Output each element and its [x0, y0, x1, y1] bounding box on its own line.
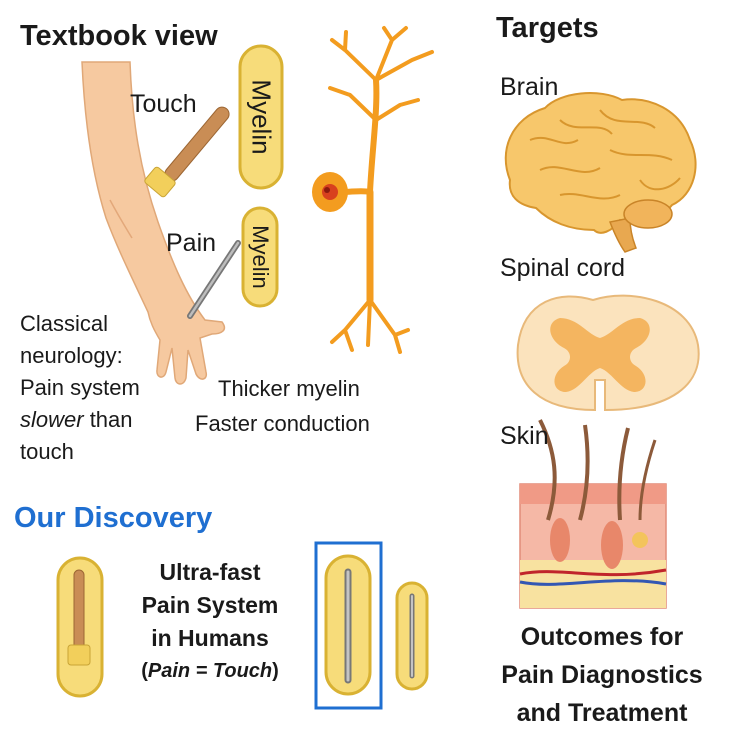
touch-label: Touch [130, 90, 197, 118]
discovery-line-2: Pain System [141, 592, 279, 618]
outcomes-line-3: and Treatment [516, 699, 688, 727]
than-word: than [83, 407, 133, 432]
arm-illustration [81, 61, 226, 385]
targets-title: Targets [496, 12, 599, 44]
faster-conduction-text: Faster conduction [195, 411, 370, 436]
slower-word: slower [20, 407, 84, 432]
myelin-thick-label: Myelin [246, 79, 277, 155]
outcomes-text: Outcomes for Pain Diagnostics and Treatm… [470, 618, 734, 732]
highlight-box [314, 541, 383, 710]
brush-icon [144, 106, 230, 198]
discovery-line-3: in Humans [151, 625, 269, 651]
discovery-text: Ultra-fast Pain System in Humans (Pain =… [115, 556, 305, 688]
discovery-title: Our Discovery [14, 502, 213, 534]
thicker-myelin-text: Thicker myelin [218, 376, 360, 401]
textbook-title: Textbook view [20, 20, 218, 52]
myelin-thin-label: Myelin [248, 225, 273, 289]
pain-equals-touch: (Pain = Touch) [141, 660, 279, 682]
pin-tool-icon [187, 240, 241, 319]
classical-line-5: touch [20, 439, 74, 464]
spinal-cord-label: Spinal cord [500, 254, 626, 282]
classical-line-4: slower than [20, 404, 133, 436]
classical-line-3: Pain system [20, 375, 140, 400]
skin-label: Skin [500, 422, 549, 450]
brain-label: Brain [500, 73, 559, 101]
skin-illustration [519, 419, 667, 609]
outcomes-line-1: Outcomes for [520, 623, 684, 651]
myelin-thick-capsule [238, 44, 284, 190]
brain-illustration [504, 92, 697, 253]
spinal-cord-illustration [516, 294, 700, 412]
neuron-illustration [312, 26, 434, 354]
classical-line-2: neurology: [20, 343, 123, 368]
brush-small-icon [67, 569, 91, 666]
discovery-line-1: Ultra-fast [159, 559, 261, 585]
pain-label: Pain [166, 229, 217, 257]
myelin-thin-capsule [241, 206, 279, 308]
outcomes-line-2: Pain Diagnostics [501, 661, 703, 689]
classical-line-1: Classical [20, 311, 109, 336]
